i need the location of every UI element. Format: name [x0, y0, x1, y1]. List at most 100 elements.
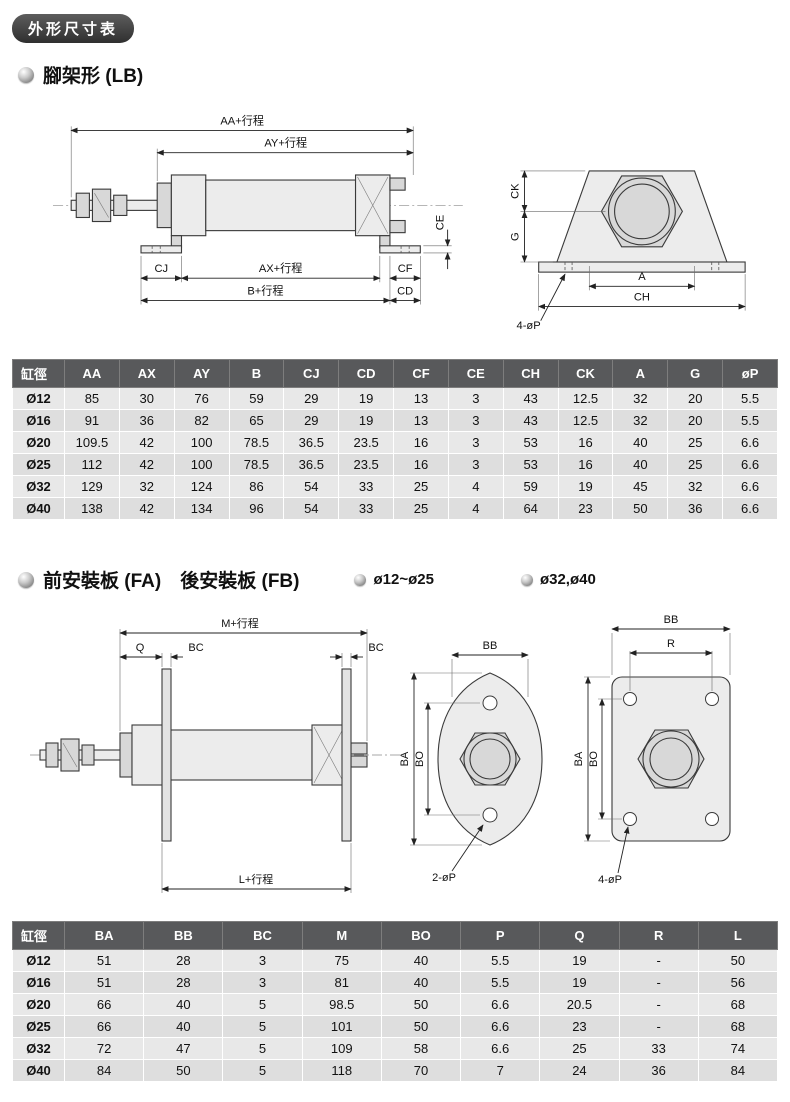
rear-foot-flange: [379, 245, 421, 254]
column-header: CF: [393, 359, 449, 388]
dim-label-b: B+行程: [247, 284, 283, 297]
bracket-base: [538, 261, 746, 273]
dimension-cell: 100: [173, 431, 230, 454]
bullet-sphere-icon: [520, 573, 533, 586]
dimension-cell: 40: [612, 431, 669, 454]
dim-label-ax: AX+行程: [259, 262, 303, 275]
dimension-cell: 101: [301, 1015, 382, 1038]
dimension-cell: 109.5: [64, 431, 120, 454]
bore-circle-outer: [642, 730, 700, 788]
dimension-cell: 85: [64, 387, 120, 410]
rect-flange-dimension-lines: BB R BA BO 4-øP: [573, 614, 731, 886]
dimension-cell: 6.6: [722, 497, 778, 520]
dimension-cell: 74: [697, 1037, 779, 1060]
dimension-cell: 4: [447, 497, 504, 520]
dim-label-aa: AA+行程: [220, 114, 264, 127]
bullet-sphere-icon: [18, 571, 34, 588]
dimension-cell: 96: [228, 497, 285, 520]
dimension-cell: 6.6: [460, 993, 541, 1016]
bore-size-cell: Ø25: [12, 453, 65, 476]
lb-diagram-svg: AA+行程 AY+行程 CJ AX+行程 CF B+行程: [52, 114, 746, 332]
piston-rod-assembly: [70, 188, 159, 223]
oval-flange-view: [437, 672, 543, 846]
bore-size-cell: Ø25: [12, 1015, 65, 1038]
dim-label-cf: CF: [398, 263, 413, 275]
dimension-cell: 29: [283, 387, 340, 410]
dimension-cell: 118: [301, 1059, 382, 1082]
dimension-cell: 124: [173, 475, 230, 498]
dimension-cell: 33: [338, 475, 395, 498]
dimension-cell: 50: [143, 1059, 224, 1082]
section-fafb-title: 前安裝板 (FA) 後安裝板 (FB): [43, 571, 300, 592]
lb-end-view: [538, 170, 746, 273]
dimension-cell: 3: [222, 949, 303, 972]
dimension-cell: 5: [222, 1059, 303, 1082]
dim-label-cd: CD: [397, 285, 413, 297]
tie-rod-nut: [350, 742, 368, 755]
tie-rod-nut: [389, 177, 406, 191]
piston-rod-assembly: [39, 738, 123, 772]
dimension-cell: 78.5: [228, 431, 285, 454]
bore-size-cell: Ø16: [12, 971, 65, 994]
bore-circle-outer: [607, 177, 676, 246]
dimension-cell: 5.5: [722, 409, 778, 432]
dim-label-rect-bo: BO: [588, 751, 600, 767]
mounting-hole: [705, 692, 719, 706]
column-header: CK: [557, 359, 614, 388]
dimension-cell: 78.5: [228, 453, 285, 476]
dimension-cell: 66: [63, 993, 145, 1016]
dimension-cell: 51: [63, 971, 145, 994]
dim-label-ch: CH: [634, 291, 650, 303]
mounting-hole: [482, 695, 498, 711]
dimension-cell: -: [618, 949, 699, 972]
dimension-cell: 13: [393, 409, 449, 432]
bore-size-cell: Ø16: [12, 409, 65, 432]
dimension-cell: 98.5: [301, 993, 382, 1016]
dim-label-bc2: BC: [368, 642, 383, 654]
rod-gland: [156, 182, 172, 229]
dim-label-2op: 2-øP: [432, 872, 456, 884]
dimension-cell: 24: [539, 1059, 620, 1082]
dimension-cell: 3: [447, 409, 504, 432]
dimension-cell: 30: [118, 387, 175, 410]
end-cap-hex: [637, 729, 705, 789]
section-fafb-header: 前安裝板 (FA) 後安裝板 (FB) ø12~ø25 ø32,ø40: [18, 566, 772, 593]
dimension-cell: 36: [118, 409, 175, 432]
dimension-cell: 16: [393, 453, 449, 476]
dim-label-oval-bo: BO: [414, 751, 426, 767]
page-title-badge: 外形尺寸表: [12, 14, 135, 43]
dimension-cell: 4: [447, 475, 504, 498]
fafb-diagram-svg: M+行程 Q BC BC L+行程: [30, 614, 731, 893]
dimension-cell: -: [618, 1015, 699, 1038]
bore-size-cell: Ø40: [12, 497, 65, 520]
bore-circle-inner: [469, 738, 511, 780]
column-header: G: [667, 359, 724, 388]
dim-label-ce: CE: [435, 215, 447, 230]
column-header: 缸徑: [12, 359, 65, 388]
dimension-cell: 40: [143, 1015, 224, 1038]
bore-size-cell: Ø12: [12, 387, 65, 410]
dimension-cell: 40: [143, 993, 224, 1016]
dimension-cell: 72: [63, 1037, 145, 1060]
dimension-cell: 32: [612, 409, 669, 432]
dimension-cell: 36.5: [283, 431, 340, 454]
foot-brackets: [140, 235, 421, 254]
dimension-cell: 13: [393, 387, 449, 410]
dim-label-4op: 4-øP: [517, 320, 541, 332]
dimension-cell: 40: [380, 949, 462, 972]
dimension-cell: 76: [173, 387, 230, 410]
dimension-cell: 112: [64, 453, 120, 476]
tie-rod-nut: [389, 219, 406, 234]
column-header: AY: [173, 359, 230, 388]
dim-label-bc1: BC: [188, 642, 203, 654]
cylinder-body: [156, 174, 406, 237]
dim-label-4op: 4-øP: [598, 874, 622, 886]
